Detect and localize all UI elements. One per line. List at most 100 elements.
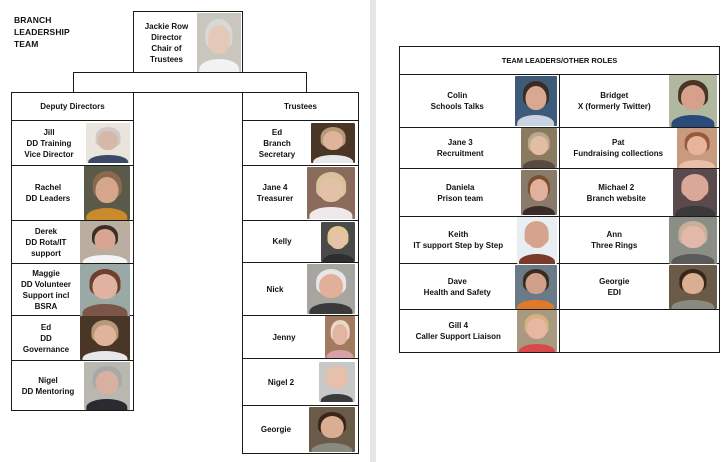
member-name: Georgie (260, 425, 292, 434)
member-name: Jane 4 (262, 183, 288, 192)
member-label: Jane 3 Recruitment (400, 137, 521, 159)
person-face (92, 273, 118, 299)
member-photo (84, 361, 130, 410)
page-gutter (370, 0, 376, 462)
person-face (95, 371, 119, 395)
person-shoulders (82, 303, 128, 316)
director-name: Jackie Row (144, 21, 189, 31)
deputy-directors-header: Deputy Directors (12, 93, 133, 121)
trustees-row: Nick (243, 263, 358, 316)
member-name: Jane 3 (447, 138, 473, 147)
person-face (526, 318, 547, 339)
member-label: Kelly (243, 236, 321, 247)
member-name: Daniela (446, 182, 475, 192)
person-shoulders (313, 155, 353, 163)
member-role: Health and Safety (423, 287, 491, 297)
person-shoulders (199, 58, 239, 73)
member-role: Recruitment (436, 149, 484, 158)
member-role: Branch website (586, 193, 646, 203)
person-face (329, 229, 347, 249)
member-photo (673, 169, 717, 216)
member-photo (516, 216, 557, 264)
member-name: Nigel 2 (267, 377, 295, 387)
person-face (681, 225, 705, 249)
person-shoulders (322, 253, 354, 262)
trustees-header: Trustees (243, 93, 358, 121)
member-name: Colin (447, 91, 468, 100)
member-role: Prison team (437, 193, 484, 203)
person-face (328, 370, 346, 390)
empty-cell (560, 310, 720, 352)
member-name: Rachel (34, 183, 62, 192)
member-role: Fundraising collections (573, 149, 664, 158)
member-photo (311, 123, 355, 163)
person-face (94, 324, 116, 346)
member-name: Ed (40, 322, 52, 332)
title-line: TEAM (14, 39, 39, 49)
member-photo (514, 76, 557, 126)
member-role: BSRA (34, 301, 58, 311)
person-face (95, 176, 119, 203)
member-label: Rachel DD Leaders (12, 182, 84, 204)
member-role: DD Rota/IT (25, 237, 67, 247)
member-role: X (formerly Twitter) (577, 102, 651, 111)
person-shoulders (518, 343, 555, 352)
member-name: Ed (271, 127, 283, 137)
person-shoulders (675, 206, 715, 216)
member-name: Gill 4 (448, 321, 469, 330)
person-face (332, 324, 348, 345)
member-role: Governance (22, 344, 70, 354)
person-face (526, 225, 547, 249)
title-line: BRANCH (14, 15, 52, 25)
member-label: Georgie (243, 424, 309, 435)
person-shoulders (86, 207, 128, 220)
member-label: Bridget X (formerly Twitter) (560, 90, 670, 112)
org-chart-page: BRANCH LEADERSHIP TEAM Jackie Row Direct… (11, 11, 359, 454)
member-role: Three Rings (591, 241, 638, 250)
member-photo (669, 75, 717, 127)
trustees-row: Kelly (243, 221, 358, 263)
member-photo (514, 264, 557, 309)
member-photo (80, 221, 130, 263)
member-role: DD Leaders (25, 194, 71, 203)
director-photo (197, 13, 241, 73)
member-photo (669, 216, 717, 264)
member-photo (520, 170, 557, 215)
person-face (529, 136, 548, 156)
member-role: Branch (263, 138, 291, 148)
member-name: Georgie (599, 276, 630, 286)
member-photo (86, 123, 130, 163)
member-photo (80, 316, 130, 360)
member-name: Ann (606, 230, 623, 239)
person-face (684, 178, 706, 201)
person-shoulders (82, 254, 128, 263)
member-name: Dave (447, 276, 467, 286)
member-photo (84, 166, 130, 220)
person-shoulders (516, 115, 555, 126)
person-shoulders (679, 160, 715, 168)
member-role: Vice Director (24, 149, 74, 159)
person-shoulders (309, 207, 353, 219)
member-name: Nick (266, 284, 284, 294)
member-role: Schools Talks (430, 102, 484, 111)
member-name: Bridget (600, 91, 629, 100)
